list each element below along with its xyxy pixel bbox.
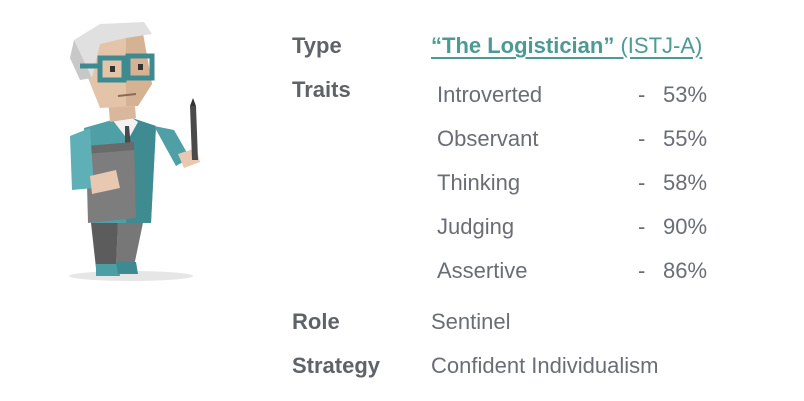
trait-name: Observant — [437, 126, 539, 151]
role-value: Sentinel — [431, 309, 511, 334]
trait-row: Observant - 55% — [437, 126, 737, 170]
trait-row: Judging - 90% — [437, 214, 737, 258]
trait-dash: - — [638, 82, 646, 107]
trait-row: Introverted - 53% — [437, 82, 737, 126]
trait-dash: - — [638, 170, 646, 195]
type-code: (ISTJ-A) — [620, 33, 703, 58]
type-name: “The Logistician” — [431, 33, 615, 58]
trait-row: Thinking - 58% — [437, 170, 737, 214]
traits-list: Introverted - 53% Observant - 55% Thinki… — [437, 82, 737, 302]
traits-label: Traits — [292, 77, 351, 102]
trait-name: Assertive — [437, 258, 528, 283]
trait-name: Thinking — [437, 170, 521, 195]
type-label: Type — [292, 33, 342, 58]
logistician-character-icon — [69, 22, 200, 281]
role-label: Role — [292, 309, 340, 334]
strategy-value: Confident Individualism — [431, 353, 659, 378]
trait-name: Judging — [437, 214, 515, 239]
trait-row: Assertive - 86% — [437, 258, 737, 302]
trait-percent: 55% — [663, 126, 708, 151]
personality-type-link[interactable]: “The Logistician” (ISTJ-A) — [431, 33, 702, 59]
trait-percent: 58% — [663, 170, 708, 195]
trait-percent: 90% — [663, 214, 708, 239]
strategy-label: Strategy — [292, 353, 381, 378]
trait-percent: 86% — [663, 258, 708, 283]
trait-dash: - — [638, 126, 646, 151]
trait-percent: 53% — [663, 82, 708, 107]
trait-dash: - — [638, 214, 646, 239]
trait-dash: - — [638, 258, 646, 283]
trait-name: Introverted — [437, 82, 543, 107]
